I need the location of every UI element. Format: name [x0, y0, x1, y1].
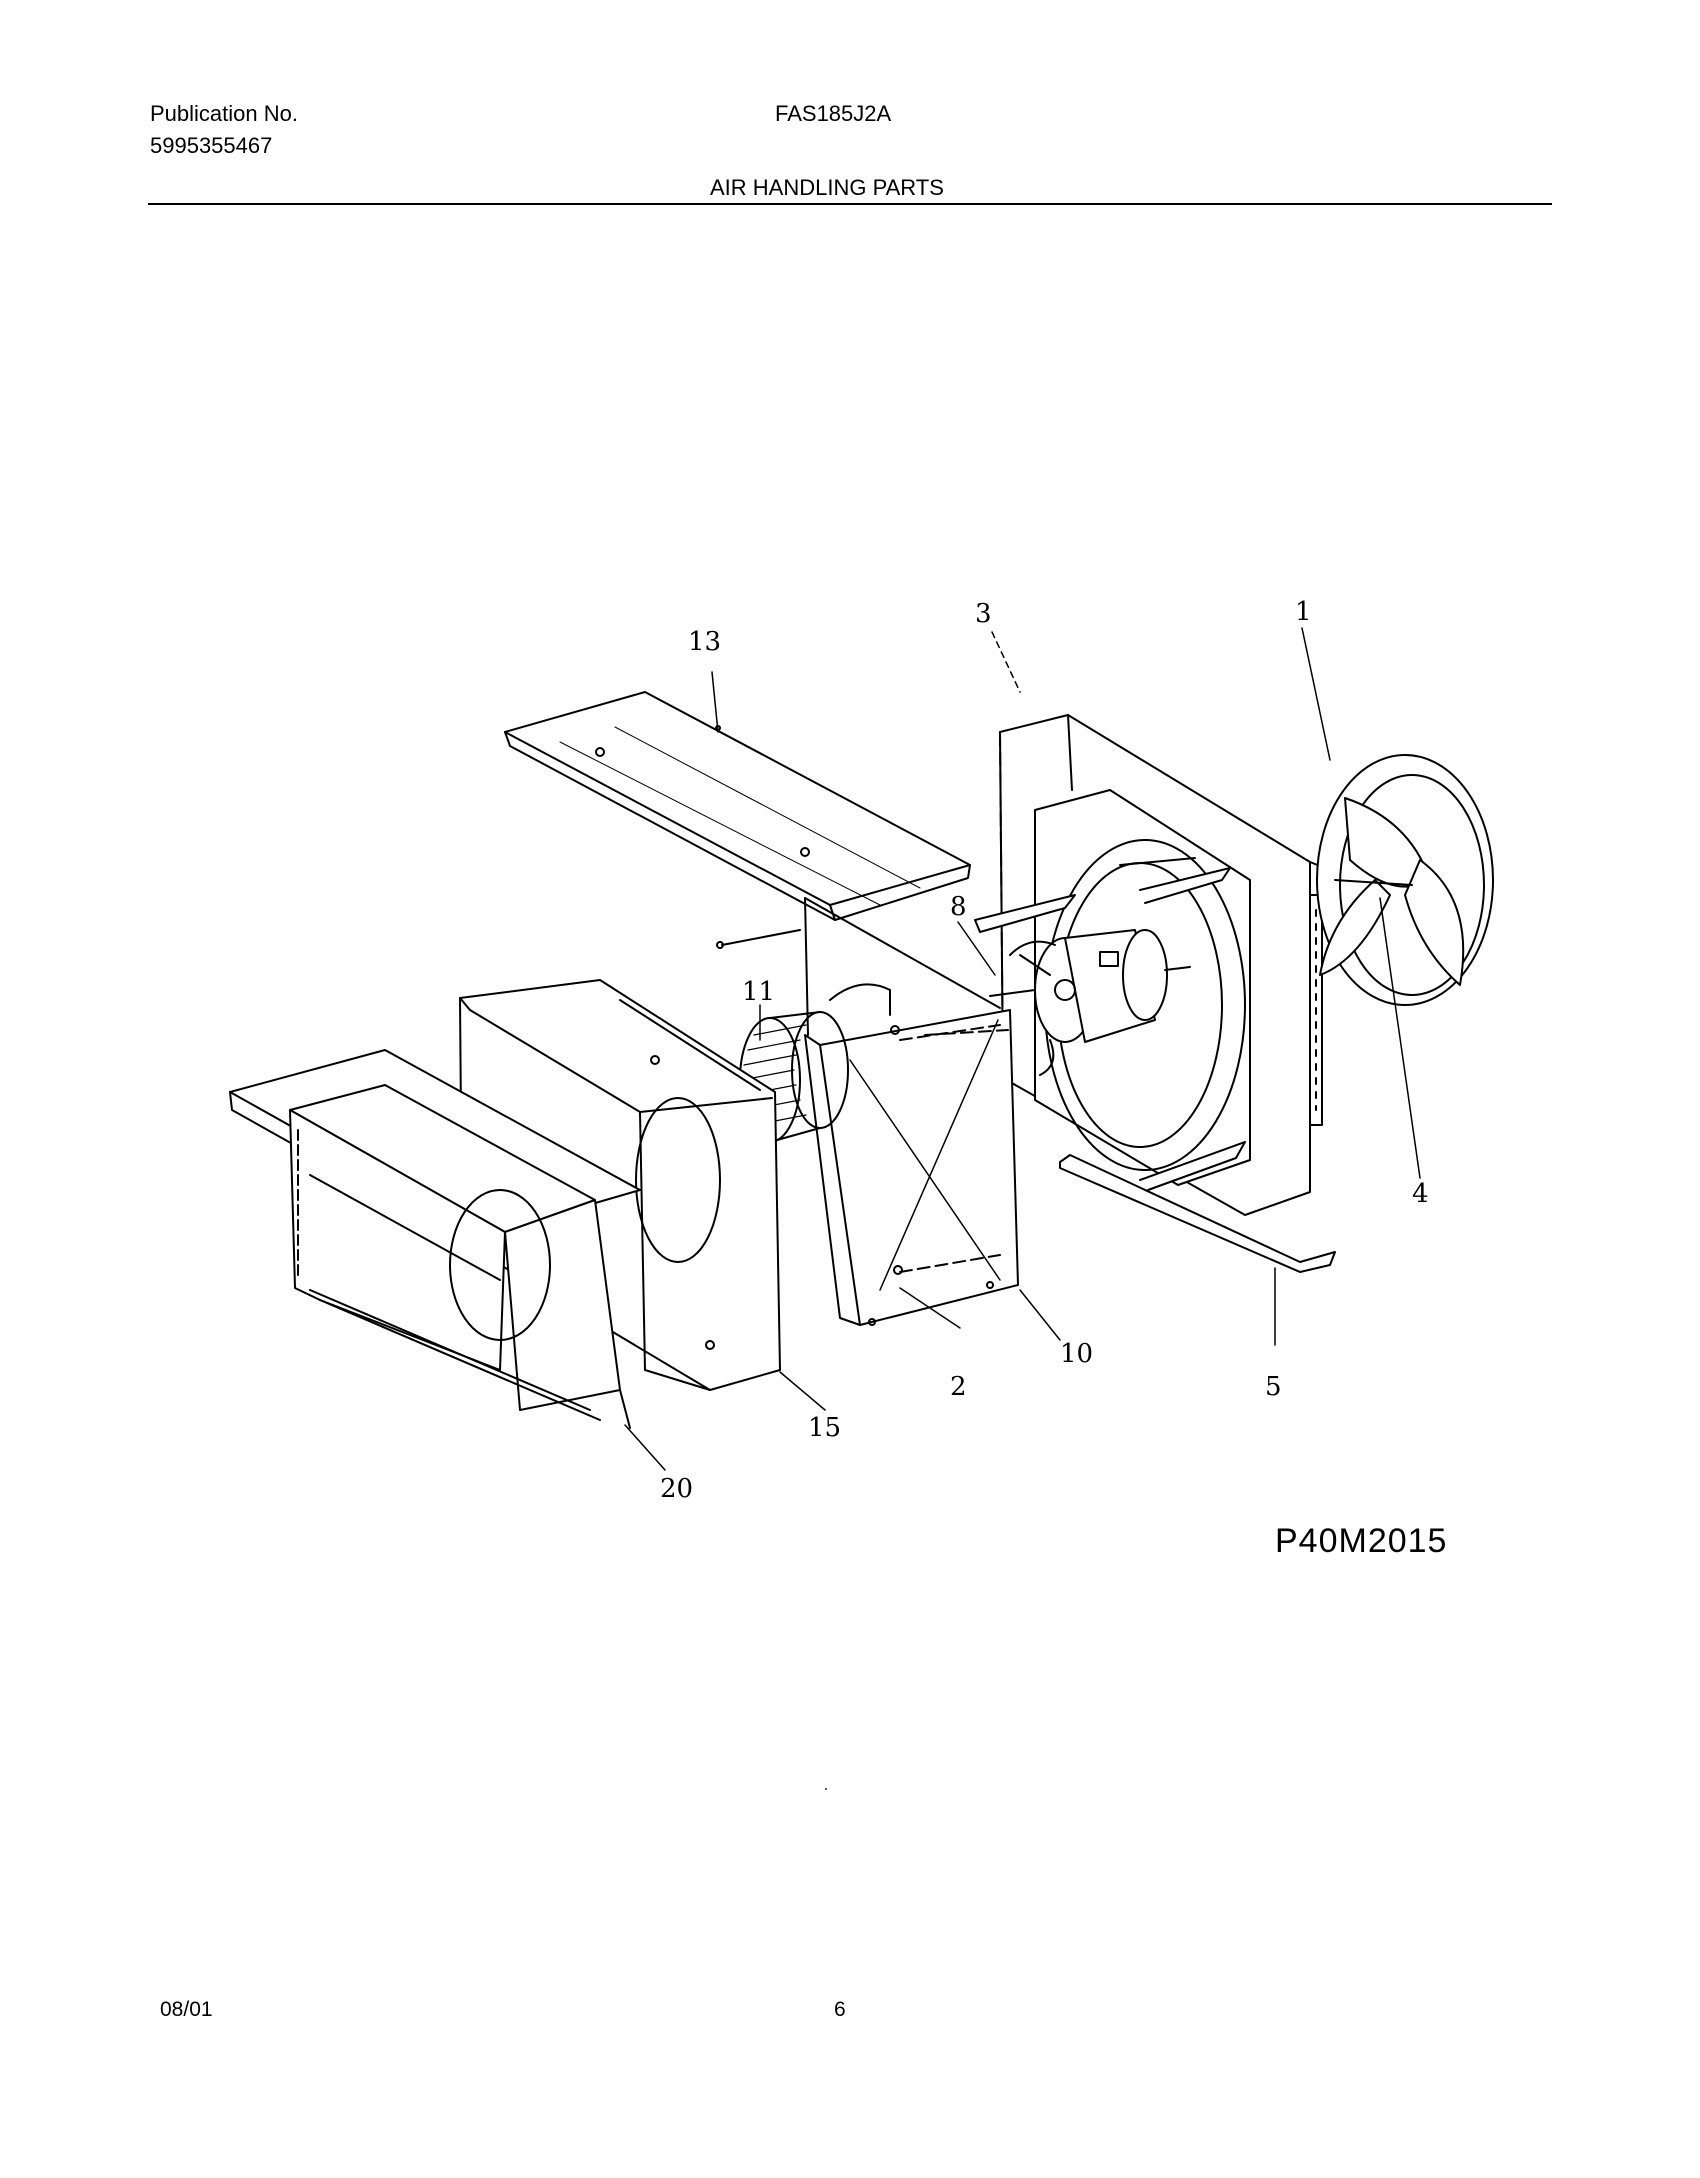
callout-13: 13 — [688, 627, 721, 657]
drawing-code: P40M2015 — [1275, 1522, 1448, 1560]
part-1-fan-blade — [1316, 754, 1494, 1006]
page-number: 6 — [834, 1998, 846, 2021]
callout-4: 4 — [1412, 1179, 1429, 1209]
leader-lines — [624, 627, 1421, 1471]
callout-1: 1 — [1295, 597, 1312, 627]
model-number: FAS185J2A — [775, 101, 892, 126]
header-divider — [148, 203, 1552, 205]
callout-20: 20 — [660, 1474, 693, 1504]
part-10-motor-mount-plate — [716, 897, 1019, 1326]
callout-10: 10 — [1060, 1339, 1093, 1369]
callout-8: 8 — [950, 892, 967, 922]
part-13-top-cover — [504, 691, 971, 921]
publication-number: 5995355467 — [150, 133, 273, 158]
part-20-front-grille — [229, 1049, 641, 1429]
publication-label: Publication No. — [150, 101, 298, 126]
callout-5: 5 — [1265, 1372, 1282, 1402]
callout-11: 11 — [742, 977, 775, 1007]
footer-date: 08/01 — [160, 1998, 213, 2021]
speck — [825, 1788, 827, 1790]
callout-3: 3 — [975, 599, 992, 629]
callout-15: 15 — [808, 1413, 841, 1443]
part-5-rod — [1059, 1154, 1336, 1273]
section-title: AIR HANDLING PARTS — [710, 175, 944, 200]
part-8-fan-motor — [989, 929, 1191, 1076]
callout-2: 2 — [950, 1372, 967, 1402]
